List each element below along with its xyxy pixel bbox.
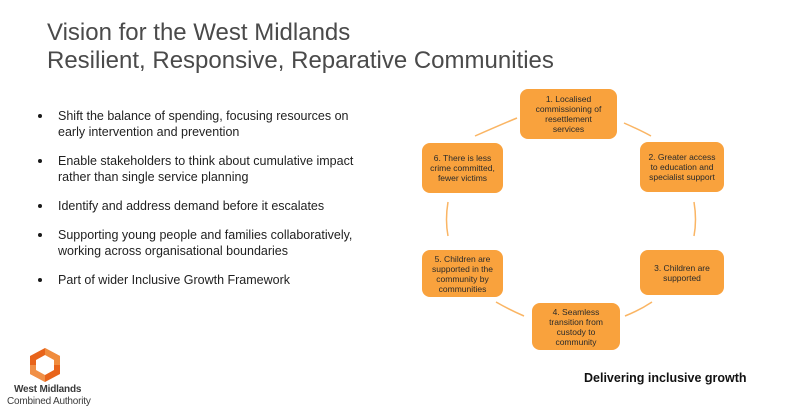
- bullet-dot-icon: [38, 114, 42, 118]
- title-line-1: Vision for the West Midlands: [47, 19, 351, 46]
- tagline: Delivering inclusive growth: [584, 371, 747, 385]
- logo-line-2: Combined Authority: [7, 396, 91, 407]
- bullet-item: Part of wider Inclusive Growth Framework: [38, 272, 378, 288]
- connector-6-to-1: [474, 117, 518, 137]
- connector-5-to-6: [445, 201, 449, 237]
- connector-3-to-4: [624, 301, 653, 317]
- node-label: 2. Greater access to education and speci…: [648, 152, 716, 182]
- node-label: 3. Children are supported: [654, 262, 710, 283]
- bullet-dot-icon: [38, 278, 42, 282]
- bullet-list: Shift the balance of spending, focusing …: [38, 108, 378, 300]
- bullet-dot-icon: [38, 159, 42, 163]
- bullet-text: Shift the balance of spending, focusing …: [58, 109, 349, 139]
- title-line-2: Resilient, Responsive, Reparative Commun…: [47, 47, 554, 74]
- cycle-node-4: 4. Seamless transition from custody to c…: [532, 303, 620, 350]
- wmca-logo: West Midlands Combined Authority: [6, 347, 116, 413]
- connector-1-to-2: [623, 122, 652, 137]
- node-label: 6. There is less crime committed, fewer …: [430, 153, 495, 183]
- cycle-node-1: 1. Localised commissioning of resettleme…: [520, 89, 617, 139]
- node-label: 4. Seamless transition from custody to c…: [549, 306, 603, 347]
- bullet-item: Enable stakeholders to think about cumul…: [38, 153, 378, 185]
- bullet-dot-icon: [38, 233, 42, 237]
- bullet-text: Part of wider Inclusive Growth Framework: [58, 273, 291, 287]
- bullet-item: Shift the balance of spending, focusing …: [38, 108, 378, 140]
- logo-line-1: West Midlands: [14, 384, 82, 395]
- connector-2-to-3: [693, 201, 697, 237]
- bullet-dot-icon: [38, 204, 42, 208]
- cycle-node-3: 3. Children are supported: [640, 250, 724, 295]
- hexagon-ring-icon: [30, 348, 60, 382]
- bullet-item: Identify and address demand before it es…: [38, 198, 378, 214]
- bullet-text: Enable stakeholders to think about cumul…: [58, 154, 354, 184]
- cycle-node-6: 6. There is less crime committed, fewer …: [422, 143, 503, 193]
- slide-title: Vision for the West Midlands Resilient, …: [47, 19, 554, 75]
- node-label: 1. Localised commissioning of resettleme…: [535, 94, 602, 134]
- connector-4-to-5: [495, 301, 525, 317]
- cycle-node-5: 5. Children are supported in the communi…: [422, 250, 503, 297]
- node-label: 5. Children are supported in the communi…: [432, 253, 493, 294]
- bullet-text: Supporting young people and families col…: [58, 228, 353, 258]
- bullet-item: Supporting young people and families col…: [38, 227, 378, 259]
- bullet-text: Identify and address demand before it es…: [58, 199, 325, 213]
- cycle-node-2: 2. Greater access to education and speci…: [640, 142, 724, 192]
